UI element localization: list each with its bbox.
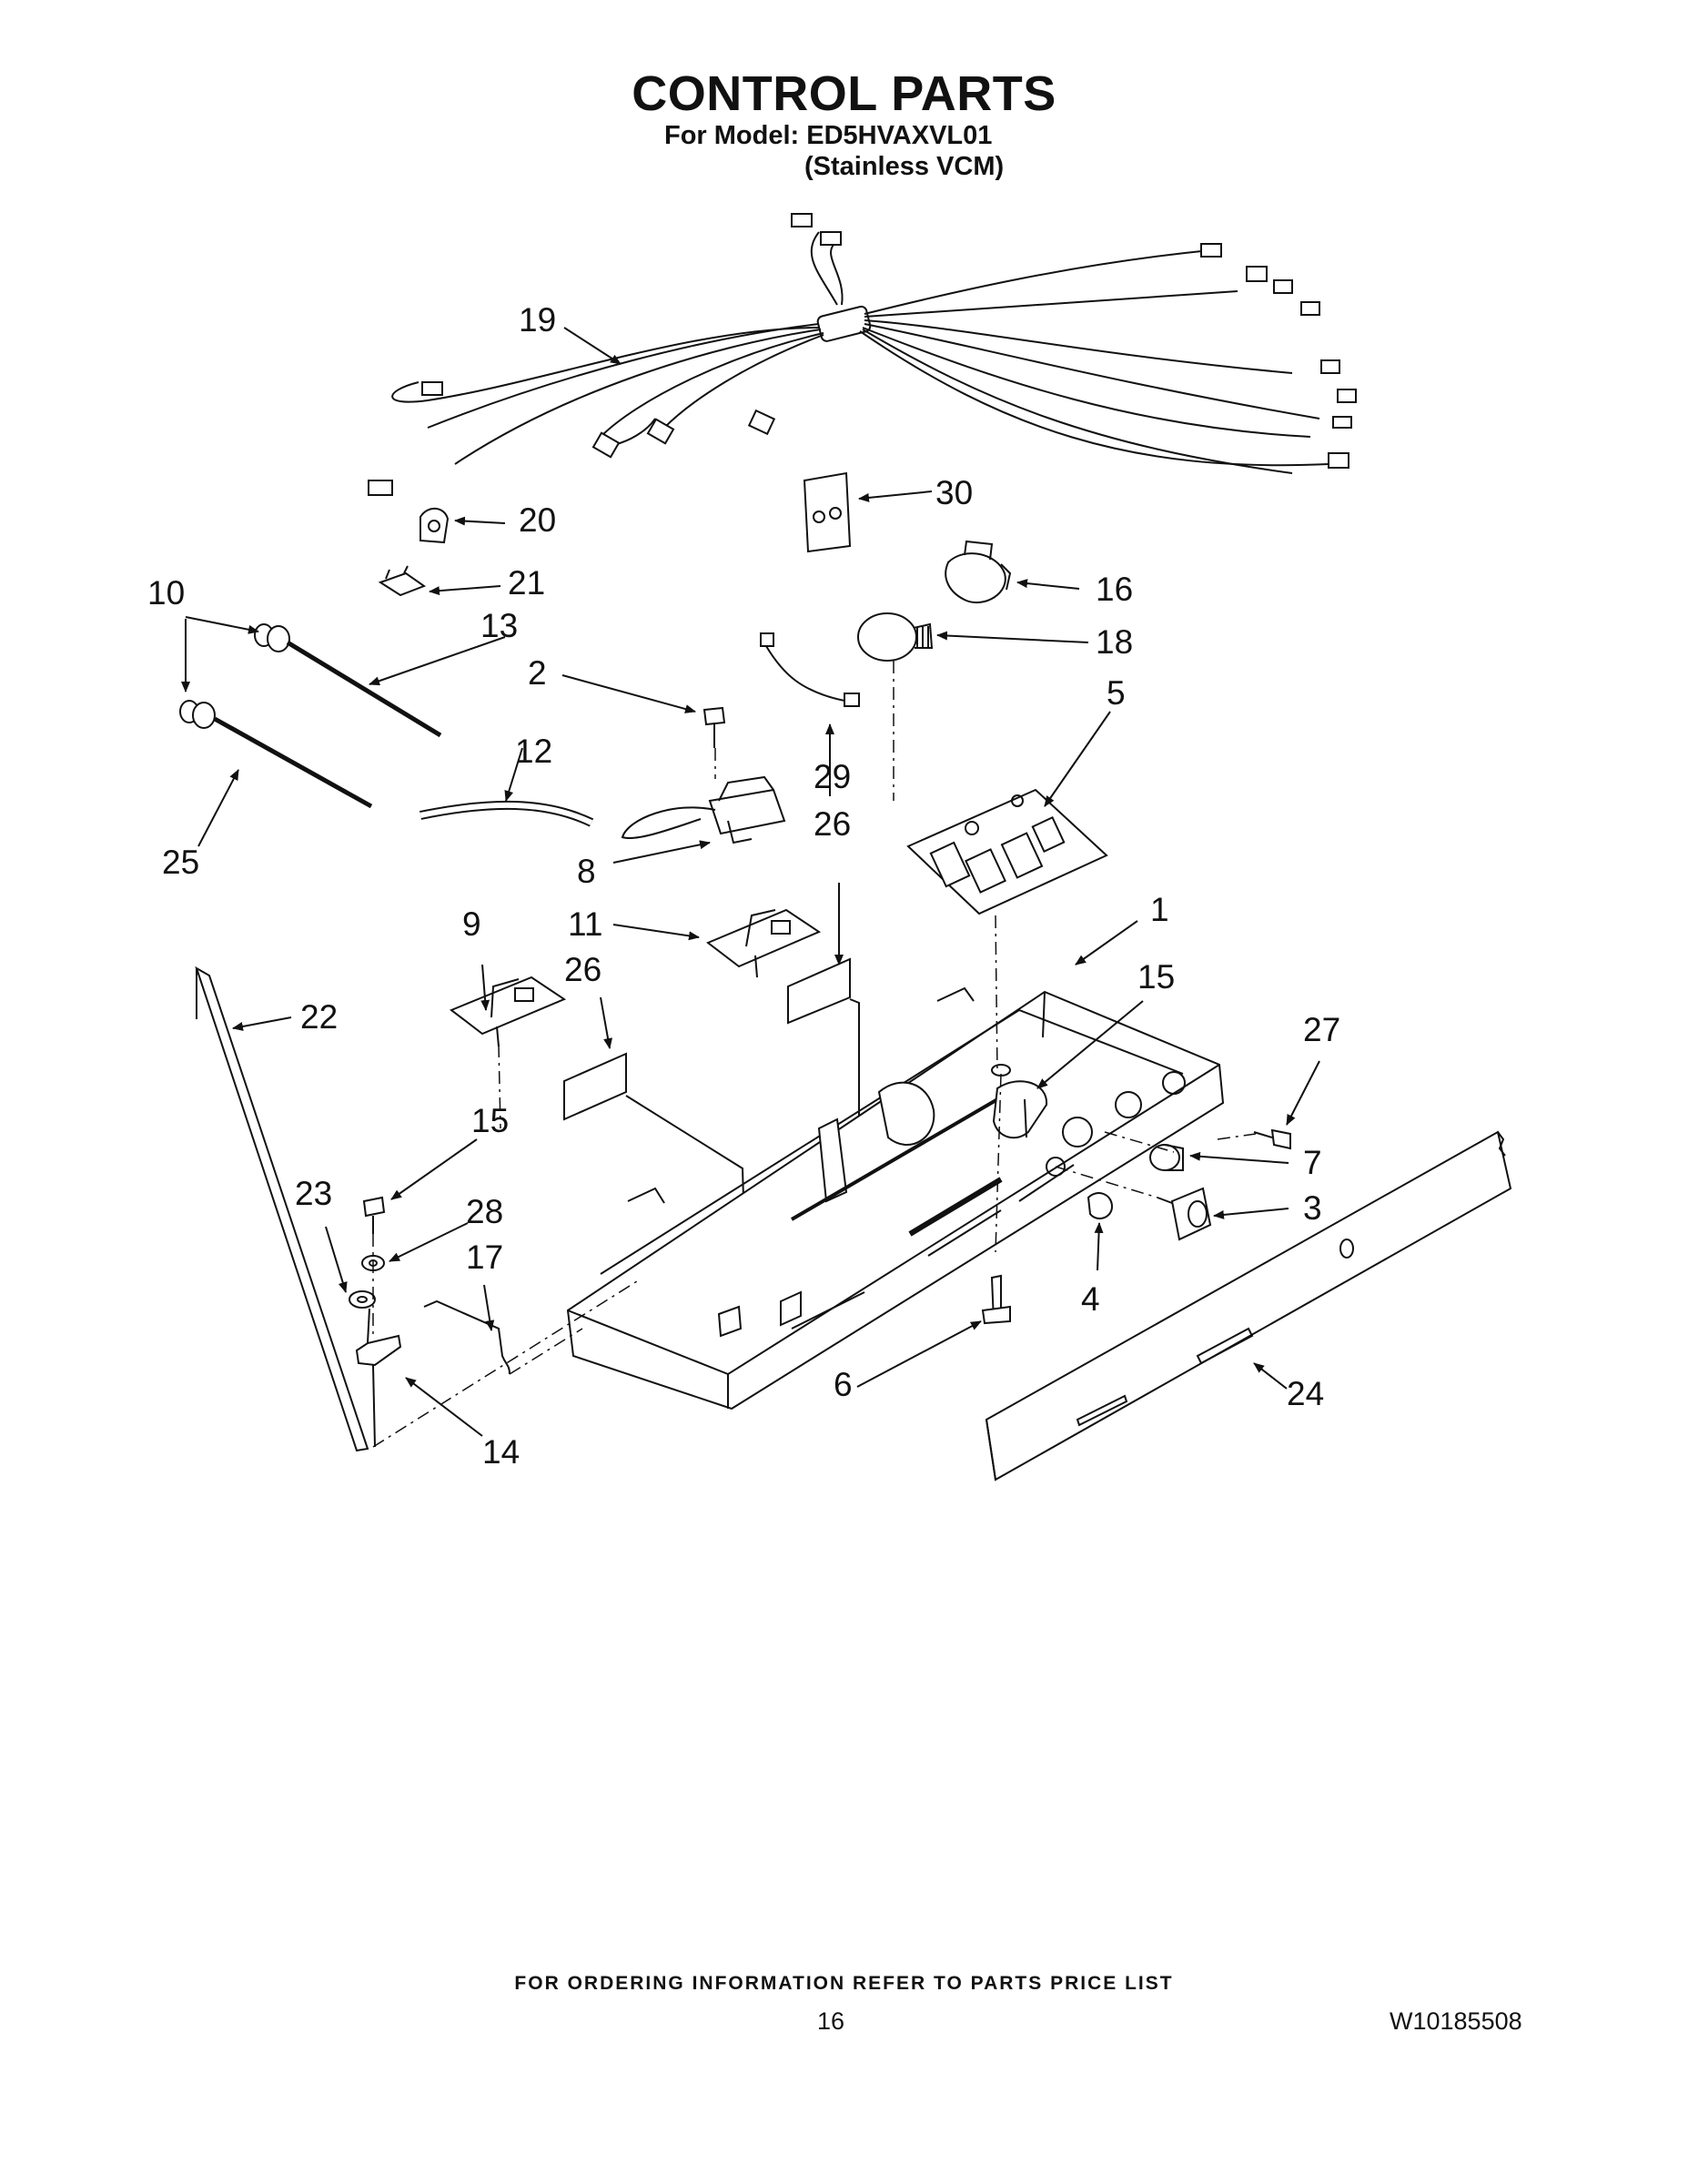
housing-screw-bottom bbox=[981, 1274, 1011, 1325]
support-bracket bbox=[450, 976, 567, 1047]
callout-4: 4 bbox=[1081, 1280, 1100, 1318]
ordering-note: FOR ORDERING INFORMATION REFER TO PARTS … bbox=[514, 1973, 1174, 1994]
thermistor-rod-upper bbox=[286, 640, 442, 738]
callout-26-upper: 26 bbox=[814, 805, 851, 843]
callout-14: 14 bbox=[482, 1433, 520, 1471]
control-housing bbox=[566, 986, 1225, 1410]
callout-24: 24 bbox=[1287, 1375, 1324, 1412]
mounting-screw bbox=[702, 706, 726, 748]
callout-5: 5 bbox=[1107, 674, 1126, 712]
callout-25: 25 bbox=[162, 844, 199, 881]
callout-20: 20 bbox=[519, 501, 556, 539]
callout-12: 12 bbox=[515, 733, 552, 770]
assembly-lines bbox=[372, 661, 1257, 1448]
callout-2: 2 bbox=[528, 654, 547, 692]
callout-13: 13 bbox=[480, 607, 518, 644]
callout-8: 8 bbox=[577, 853, 596, 890]
callout-27: 27 bbox=[1303, 1011, 1340, 1048]
tubing bbox=[419, 800, 594, 827]
control-board bbox=[906, 788, 1108, 915]
wire-clip bbox=[419, 507, 450, 544]
heater-wire bbox=[423, 1299, 510, 1375]
callout-1: 1 bbox=[1150, 891, 1169, 928]
callout-6: 6 bbox=[834, 1366, 853, 1403]
mounting-bracket bbox=[706, 908, 822, 978]
callout-9: 9 bbox=[462, 905, 481, 943]
callout-7: 7 bbox=[1303, 1144, 1322, 1181]
callout-11: 11 bbox=[568, 905, 602, 943]
lamp-socket bbox=[945, 540, 1012, 603]
callout-18: 18 bbox=[1096, 623, 1133, 661]
page-title: CONTROL PARTS bbox=[632, 66, 1056, 121]
hinge-screw bbox=[362, 1196, 386, 1234]
foam-pad bbox=[803, 471, 852, 553]
leader-arrows bbox=[181, 327, 1320, 1437]
door-switch bbox=[1157, 1187, 1212, 1241]
callout-23: 23 bbox=[295, 1175, 332, 1212]
model-finish: (Stainless VCM) bbox=[804, 152, 1005, 181]
housing-screw-right bbox=[1253, 1128, 1291, 1150]
document-number: W10185508 bbox=[1390, 2007, 1522, 2035]
callout-30: 30 bbox=[935, 474, 973, 511]
washer-lower bbox=[349, 1290, 376, 1309]
page-number: 16 bbox=[817, 2007, 845, 2035]
hole-plug bbox=[1149, 1144, 1184, 1171]
callout-21: 21 bbox=[508, 564, 545, 602]
callout-28: 28 bbox=[466, 1193, 503, 1230]
callout-19: 19 bbox=[519, 301, 556, 339]
callout-15-upper: 15 bbox=[1137, 958, 1175, 996]
damper-switch bbox=[621, 775, 786, 844]
callout-26-lower: 26 bbox=[564, 951, 601, 988]
callout-10: 10 bbox=[147, 574, 185, 612]
indicator-cap bbox=[1087, 1192, 1114, 1220]
retainer-clip bbox=[378, 565, 427, 597]
wire-harness bbox=[368, 213, 1357, 496]
control-panel-trim bbox=[985, 1130, 1512, 1481]
light-bulb bbox=[857, 612, 934, 662]
trim-bar bbox=[195, 966, 369, 1452]
callout-3: 3 bbox=[1303, 1189, 1322, 1227]
grommet bbox=[179, 623, 290, 729]
model-number: For Model: ED5HVAXVL01 bbox=[664, 121, 993, 150]
callout-17: 17 bbox=[466, 1239, 503, 1276]
callout-16: 16 bbox=[1096, 571, 1133, 608]
thermistor-rod-lower bbox=[213, 716, 373, 809]
hinge-bracket bbox=[355, 1308, 402, 1448]
wire-connector bbox=[760, 632, 860, 707]
callout-15-lower: 15 bbox=[471, 1102, 509, 1139]
callout-22: 22 bbox=[300, 998, 338, 1036]
callout-29: 29 bbox=[814, 758, 851, 795]
